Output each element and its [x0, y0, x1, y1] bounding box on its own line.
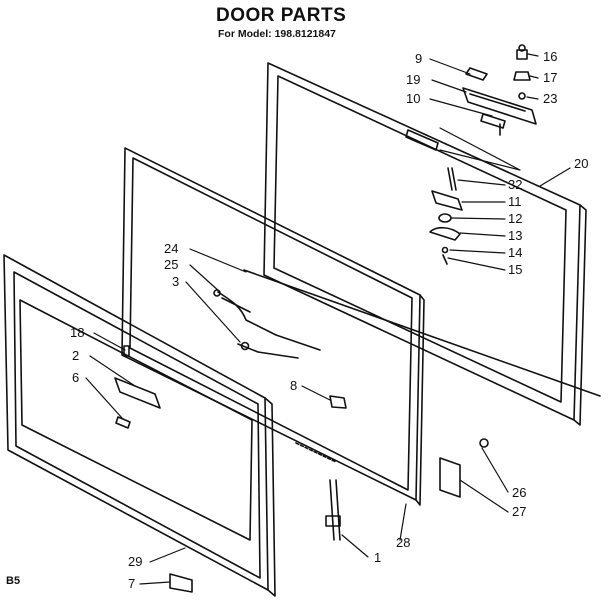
callout-23: 23 [543, 91, 557, 106]
rod-hardware [243, 269, 601, 397]
callout-2: 2 [72, 348, 79, 363]
callout-24: 24 [164, 241, 178, 256]
hinge-clip [439, 438, 489, 498]
callout-17: 17 [543, 70, 557, 85]
front-latch-parts [114, 345, 161, 429]
callout-8: 8 [290, 378, 297, 393]
corner-code: B5 [6, 575, 21, 587]
callout-13: 13 [508, 228, 522, 243]
diagram-title: DOOR PARTS [216, 5, 347, 26]
door-front-panel [3, 254, 276, 597]
callout-11: 11 [508, 194, 522, 209]
callout-16: 16 [543, 49, 557, 64]
door-glass-frame [121, 147, 425, 506]
latch-assembly [429, 167, 463, 265]
hinge-stop [169, 573, 193, 593]
callout-20: 20 [574, 156, 588, 171]
callout-6: 6 [72, 370, 79, 385]
model-subtitle: For Model: 198.8121847 [218, 28, 336, 40]
leader-lines [85, 53, 571, 585]
callout-26: 26 [512, 485, 526, 500]
callout-12: 12 [508, 211, 522, 226]
callout-25: 25 [164, 257, 178, 272]
callout-9: 9 [415, 51, 422, 66]
callout-18: 18 [70, 325, 84, 340]
callout-3: 3 [172, 274, 179, 289]
callout-27: 27 [512, 504, 526, 519]
door-handle [213, 289, 321, 359]
callout-15: 15 [508, 262, 522, 277]
callout-10: 10 [406, 91, 420, 106]
callout-19: 19 [406, 72, 420, 87]
callout-32: 32 [508, 177, 522, 192]
callout-7: 7 [128, 576, 135, 591]
callout-labels: 9 19 10 16 17 23 20 32 11 12 13 14 15 24… [70, 49, 588, 591]
bumper-and-pin [295, 395, 347, 541]
hinge-assembly [462, 44, 537, 136]
callout-28: 28 [396, 535, 410, 550]
door-rear-panel [263, 62, 587, 426]
callout-14: 14 [508, 245, 522, 260]
callout-1: 1 [374, 550, 381, 565]
callout-29: 29 [128, 554, 142, 569]
